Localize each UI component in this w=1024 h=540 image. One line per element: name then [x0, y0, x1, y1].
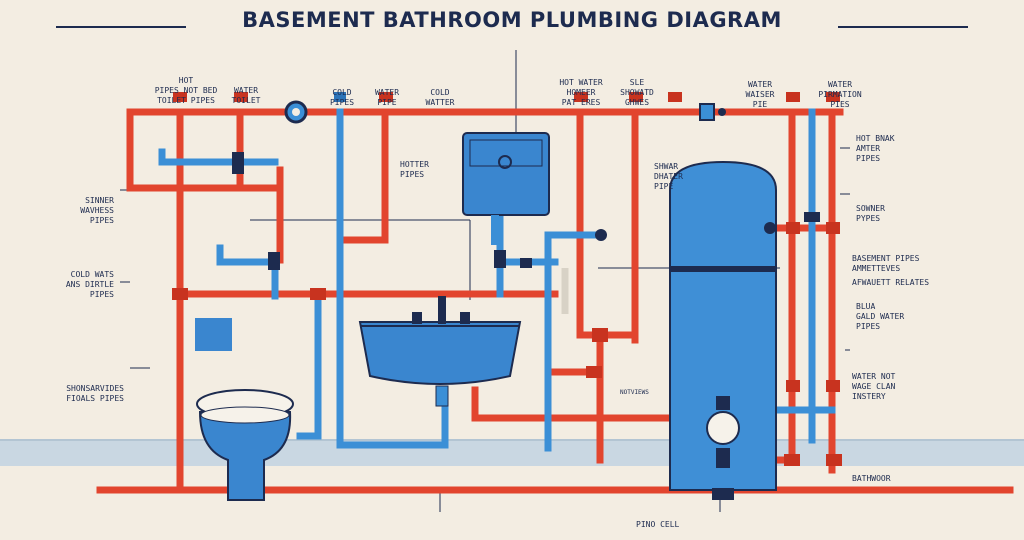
- title-rule-right: [838, 26, 968, 28]
- cold-water-pipes: [158, 108, 836, 452]
- label-bottom-pino-cell: PINO CELL: [636, 520, 680, 529]
- control-box: [462, 132, 550, 245]
- label-right-bathroom: BATHWOOR: [852, 474, 891, 483]
- label-mid-small: NOTVIEWS: [620, 389, 649, 396]
- basement-floor: [0, 440, 1024, 466]
- toilet: [196, 389, 294, 501]
- diagram-title: BASEMENT BATHROOM PLUMBING DIAGRAM: [242, 8, 782, 32]
- bathroom-sink: [358, 296, 522, 407]
- plumbing-diagram: [0, 50, 1024, 512]
- pipe-valves: [232, 100, 820, 270]
- leader-lines: [120, 50, 850, 512]
- label-right-afwauett: AFWAUETT RELATES: [852, 278, 930, 287]
- water-heater-tank: [669, 160, 777, 500]
- hot-water-pipes: [96, 108, 1014, 494]
- pipe-fittings: [172, 92, 842, 466]
- title-rule-left: [56, 26, 186, 28]
- wall-access-panel: [195, 318, 232, 351]
